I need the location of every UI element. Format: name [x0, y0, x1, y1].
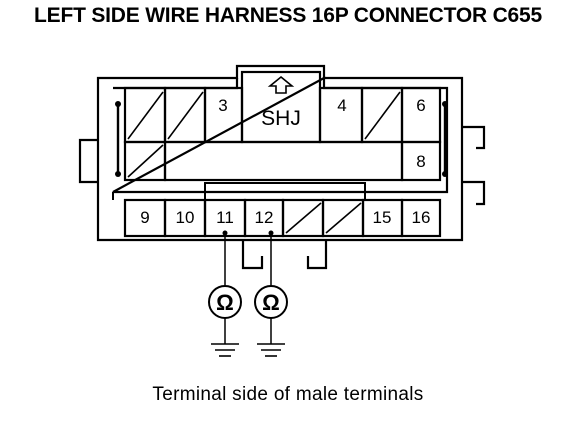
bottom-row-frame: [112, 182, 366, 200]
terminal-label-3: 3: [218, 96, 227, 115]
ohmmeter-right: [254, 285, 288, 319]
terminal-label-4: 4: [337, 96, 346, 115]
terminal-label-15: 15: [373, 208, 392, 227]
middle-bar: [163, 140, 404, 182]
diagram-caption: Terminal side of male terminals: [152, 384, 424, 405]
bottom-key-right: [306, 240, 328, 270]
terminal-label-16: 16: [412, 208, 431, 227]
unused-cavity-2: [167, 91, 204, 140]
terminal-label-12: 12: [255, 208, 274, 227]
right-side-lock-upper: [462, 125, 486, 150]
terminal-label-11: 11: [216, 208, 234, 227]
diagram-title: LEFT SIDE WIRE HARNESS 16P CONNECTOR C65…: [34, 4, 542, 27]
bottom-key-left: [241, 240, 264, 270]
ohmmeter-left: [208, 285, 242, 319]
up-arrow-icon: [267, 75, 295, 94]
rail-end-right-bottom: [442, 171, 448, 177]
terminal-label-10: 10: [176, 208, 195, 227]
terminal-label-8: 8: [416, 152, 425, 171]
ohm-symbol-right: Ω: [262, 290, 280, 315]
probe-tip-11: [222, 230, 228, 236]
rail-end-left-top: [115, 101, 121, 107]
ground-symbols: [211, 343, 285, 357]
terminal-cell-8: [400, 140, 442, 182]
terminal-label-6: 6: [416, 96, 425, 115]
rail-end-right-top: [442, 101, 448, 107]
terminal-cell-16: [400, 198, 442, 238]
unused-cavity-5: [364, 91, 401, 140]
unused-cavity-13: [285, 202, 322, 234]
rail-end-left-bottom: [115, 171, 121, 177]
left-side-lock: [78, 138, 98, 184]
unused-cavity-1: [127, 91, 164, 140]
unused-cavity-7: [127, 144, 164, 178]
connector-housing: [96, 64, 464, 242]
unused-cavity-marks: [127, 91, 401, 234]
terminal-label-9: 9: [140, 208, 149, 227]
probe-tip-12: [268, 230, 274, 236]
guide-rails: [116, 106, 447, 172]
right-side-lock-lower: [462, 180, 486, 206]
ohm-symbol-left: Ω: [216, 290, 234, 315]
unused-cavity-14: [325, 202, 362, 234]
lock-label: SHJ: [261, 107, 301, 130]
